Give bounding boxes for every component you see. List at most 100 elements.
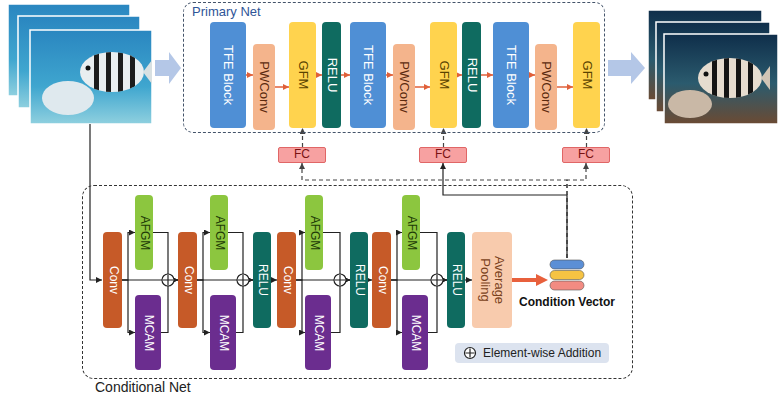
process-box: GFM [289,22,316,128]
fish-eye [704,72,709,77]
connector [567,163,586,258]
node-label: RELU [324,58,338,93]
vector-label: Condition Vector [519,296,615,309]
addition-cross [335,275,345,285]
fish-stripes [712,56,753,102]
module-box: AFGM [305,195,323,270]
connector [302,128,303,147]
stripe [130,50,135,96]
module-box: AFGM [210,195,228,270]
node-label: MCAM [408,314,421,351]
group-label: Primary Net [192,5,261,19]
process-box: TFE Block [493,22,529,128]
connector [428,280,447,333]
connector [323,233,350,281]
node-label: RELU [352,264,365,296]
vector-bar [550,260,584,269]
addition-symbol [162,274,174,286]
process-box: PWConv [393,44,415,130]
node-label: TFE Block [221,45,235,105]
legend: Element-wise Addition [455,343,609,363]
layer-box: FC [419,147,467,163]
legend-label: Element-wise Addition [483,346,601,360]
flow-arrow [608,52,645,84]
fish-tail [761,66,770,90]
connector [341,74,350,76]
addition-cross [238,275,248,285]
addition-circle [465,348,476,359]
connector [122,280,135,333]
node-label: GFM [295,61,309,90]
process-box: Conv [372,232,391,328]
addition-symbol [237,274,249,286]
module-box: AFGM [402,195,420,270]
node-label: PWConv [539,61,553,112]
node-label: GFM [436,61,450,90]
node-label: GFM [579,61,593,90]
fish-stripes [94,50,135,96]
node-label: MCAM [141,314,154,351]
plate [42,81,94,115]
connector [246,74,253,76]
stripe [106,50,111,96]
addition-symbol [334,274,346,286]
module-box: AFGM [135,195,153,270]
connector [557,86,573,88]
addition-circle [431,274,443,286]
node-label: FC [294,148,310,161]
stripe [724,56,729,102]
addition-circle [162,274,174,286]
node-label: PWConv [257,61,271,112]
connector [586,128,587,147]
node-label: MCAM [216,314,229,351]
legend-symbol [463,346,477,360]
addition-symbol [431,274,443,286]
connector [197,233,210,281]
group-label: Conditional Net [95,380,191,395]
pooling-box: Average Pooling [472,232,512,328]
layer-box: FC [278,147,326,163]
node-label: FC [578,148,594,161]
activation-box: RELU [322,22,341,128]
node-label: PWConv [397,61,411,112]
node-label: FC [435,148,451,161]
module-box: MCAM [305,295,331,370]
node-label: Conv [181,266,194,294]
stripe [118,50,123,96]
layer-box: FC [562,147,610,163]
connector [391,233,402,281]
node-label: TFE Block [361,45,375,105]
node-label: AFGM [137,215,150,250]
module-box: MCAM [210,295,236,370]
process-box: Conv [277,232,296,328]
connector [481,74,493,76]
input-image [30,30,152,124]
node-label: AFGM [404,215,417,250]
connector [236,280,253,333]
node-label: AFGM [212,215,225,250]
node-label: RELU [449,264,462,296]
process-box: TFE Block [210,22,246,128]
stripe [94,50,99,96]
process-box: GFM [430,22,457,128]
node-label: Conv [106,266,119,294]
addition-circle [237,274,249,286]
connector [391,280,402,333]
module-box: MCAM [135,295,161,370]
stripe [736,56,741,102]
legend-entry: Element-wise Addition [455,343,609,363]
connector [228,233,253,281]
node-label: Conv [280,266,293,294]
connector [122,233,135,281]
addition-cross [466,349,475,358]
group-frame: Primary NetTFE Block PWConv GFM RELU TFE Blo… [183,2,605,133]
process-box: GFM [573,22,600,128]
connector [443,128,444,147]
activation-box: RELU [462,22,481,128]
node-label: Conv [375,266,388,294]
vector-icon-graphic [548,258,586,292]
node-label: Average Pooling [478,244,507,316]
connector [296,280,305,333]
